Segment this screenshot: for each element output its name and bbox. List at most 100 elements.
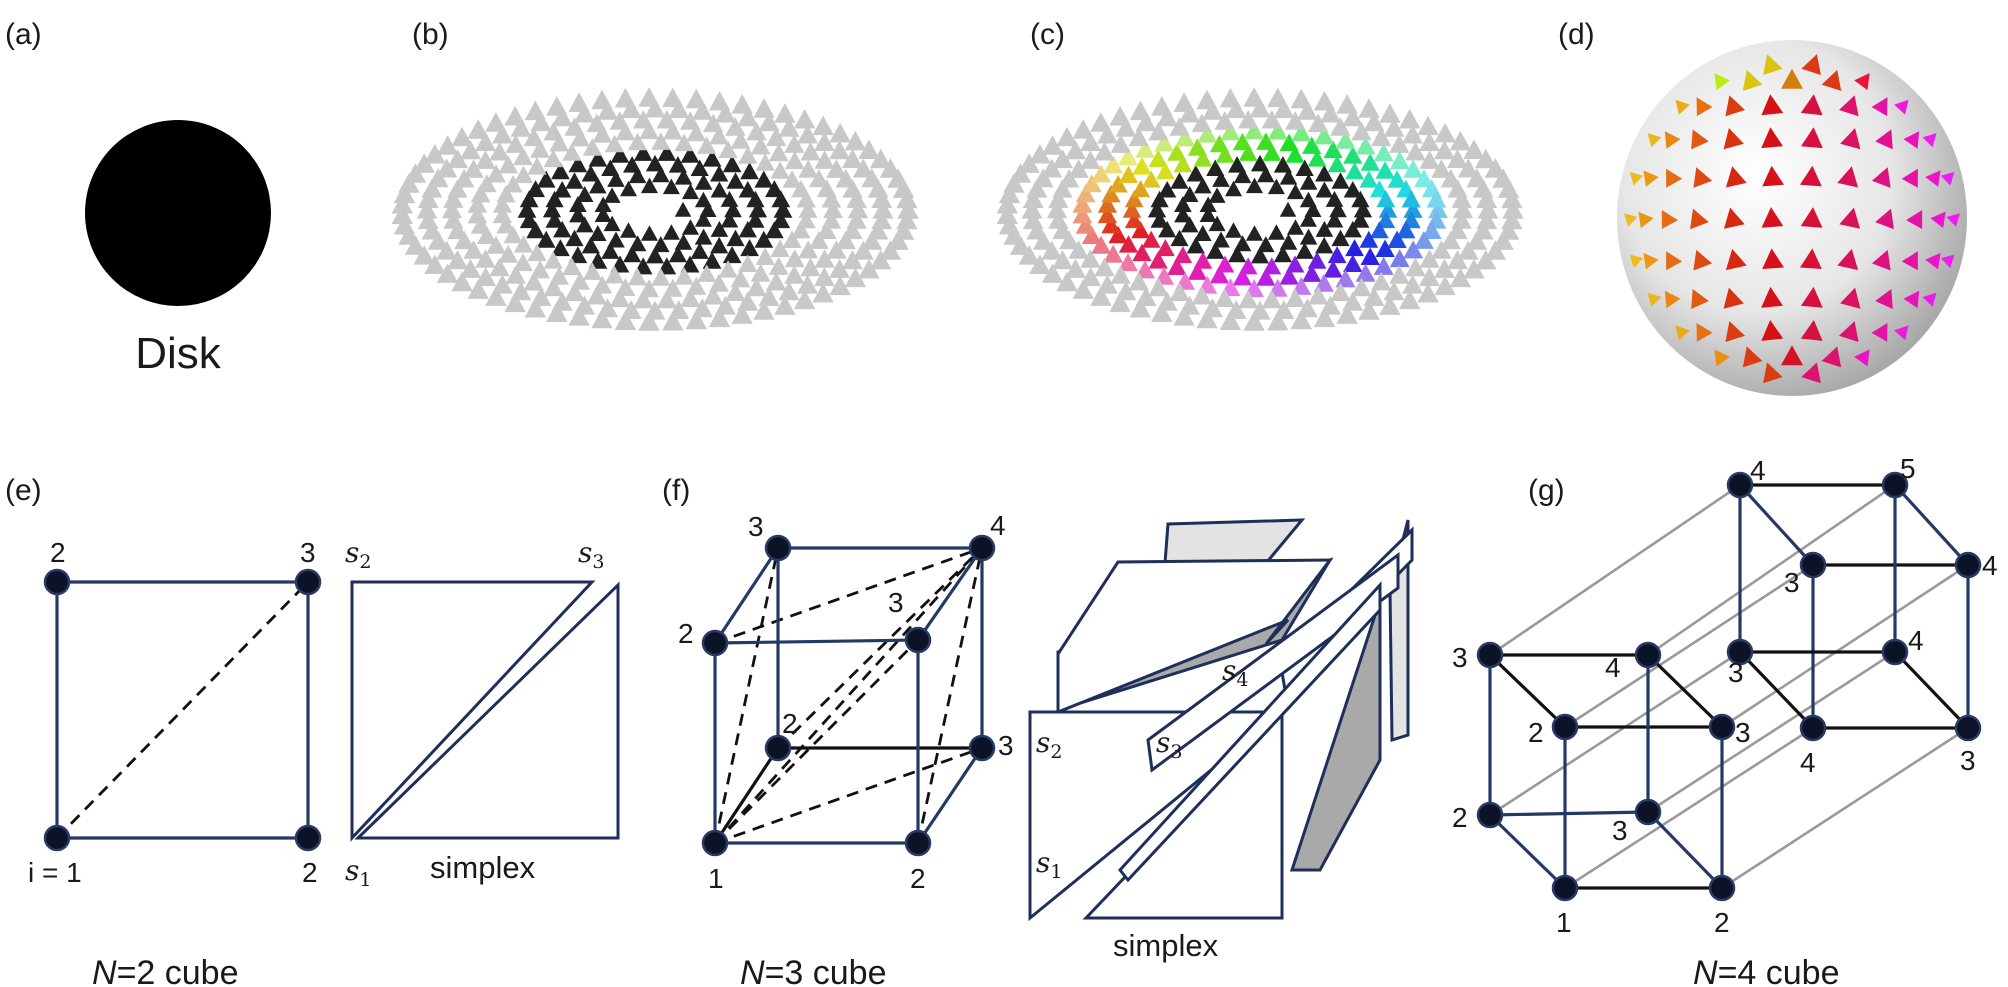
spin-cone [686, 123, 707, 142]
spin-cone [1477, 199, 1499, 219]
cube-diagonal [714, 746, 983, 845]
spin-cone [1343, 146, 1363, 164]
spin-cone [778, 117, 800, 137]
spin-cone [1389, 151, 1410, 170]
spin-cone [1124, 211, 1144, 229]
spin-cone [692, 100, 713, 120]
spin-cone [1110, 134, 1131, 153]
spin-cone [793, 289, 816, 310]
spin-cone [662, 224, 680, 240]
spin-cone [427, 230, 449, 250]
spin-cone [835, 230, 856, 250]
spin-cone [1376, 190, 1396, 208]
spin-cone [1022, 210, 1044, 230]
spin-cone [417, 210, 439, 230]
sphere-surface [1617, 40, 1967, 396]
spin-cone [674, 201, 692, 217]
spin-cone [791, 220, 811, 239]
spin-cone [720, 211, 739, 228]
spin-cone [1696, 323, 1713, 342]
panel-e: (e) i = 1 2 2 3 s2 s3 s1 simplex N=2 cub… [5, 474, 620, 987]
spin-cone [897, 199, 919, 219]
spin-cone [1373, 143, 1394, 162]
hypercube-edge [1489, 810, 1649, 817]
spin-cone [1463, 259, 1485, 279]
spin-cone [1214, 111, 1235, 130]
spin-cone [858, 259, 880, 279]
spin-cone [1090, 286, 1112, 306]
spin-cone [1193, 149, 1213, 167]
spin-cone [1781, 68, 1803, 89]
panel-f-caption: N=3 cube [740, 954, 887, 987]
spin-cone [1800, 207, 1823, 228]
spin-cone [1075, 215, 1096, 234]
spin-cone [1664, 131, 1681, 149]
spin-cone [1839, 321, 1859, 342]
spin-cone [1109, 292, 1131, 313]
spin-cone [1762, 248, 1784, 269]
spin-cone [800, 257, 821, 277]
spin-cone [427, 168, 449, 188]
spin-cone [758, 112, 780, 132]
vertex-node [968, 734, 996, 762]
spin-cone [1379, 295, 1401, 315]
spin-cone [543, 277, 564, 297]
spin-cone [1212, 170, 1230, 187]
spin-cone [656, 289, 677, 309]
spin-cone [1243, 311, 1265, 331]
spin-cone [628, 167, 647, 184]
spin-cone [996, 194, 1018, 214]
spin-cone [1624, 213, 1638, 227]
spin-cone [1009, 163, 1032, 183]
spin-cone [1291, 276, 1312, 295]
spin-cone [1232, 267, 1253, 286]
vertex-label: 3 [1735, 717, 1751, 748]
spin-cone [1299, 191, 1317, 208]
spin-cone [1839, 95, 1859, 117]
spin-cone [774, 295, 796, 315]
cube-diagonal [916, 547, 984, 844]
spin-cone [668, 245, 687, 263]
spin-cone [1434, 122, 1456, 143]
spin-cone [1169, 117, 1190, 136]
spin-cone [1029, 254, 1051, 274]
spin-cone [1052, 149, 1073, 169]
spin-cone [1048, 210, 1069, 229]
spin-cone [657, 257, 677, 275]
spin-cone [784, 151, 805, 170]
spin-cone [1387, 230, 1407, 248]
spin-cone [1110, 265, 1131, 284]
spin-cone [1922, 133, 1937, 148]
spin-cone [1761, 127, 1783, 149]
spin-cone [773, 200, 793, 218]
spin-cone [1693, 249, 1713, 271]
spin-cone [546, 302, 568, 322]
spin-cone [586, 286, 607, 305]
spin-cone [844, 267, 867, 288]
spin-cone [1484, 240, 1507, 260]
vertex-label: 3 [300, 537, 316, 568]
spin-cone [1383, 281, 1405, 301]
spin-cone [1068, 240, 1089, 259]
simplex-vertex-label: s3 [578, 536, 604, 573]
spin-cone [627, 267, 648, 286]
spin-cone [443, 189, 464, 208]
spin-cone [436, 263, 459, 283]
spin-cone [1135, 112, 1157, 132]
spin-cone [1174, 206, 1192, 223]
spin-cone [1360, 153, 1380, 171]
spin-cone [1257, 166, 1275, 183]
hypercube-edge [1647, 650, 1896, 814]
spin-cone [551, 162, 570, 180]
spin-cone [812, 115, 834, 136]
spin-cone [1128, 127, 1149, 147]
spin-cone [1118, 165, 1139, 184]
spin-cone [1387, 170, 1407, 188]
spin-cone [731, 94, 753, 114]
spin-cone [872, 199, 894, 219]
spin-cone [417, 189, 439, 208]
spin-cone [1214, 288, 1235, 307]
spin-cone [1052, 250, 1073, 270]
spin-cone [503, 175, 523, 193]
spin-cone [814, 132, 835, 151]
